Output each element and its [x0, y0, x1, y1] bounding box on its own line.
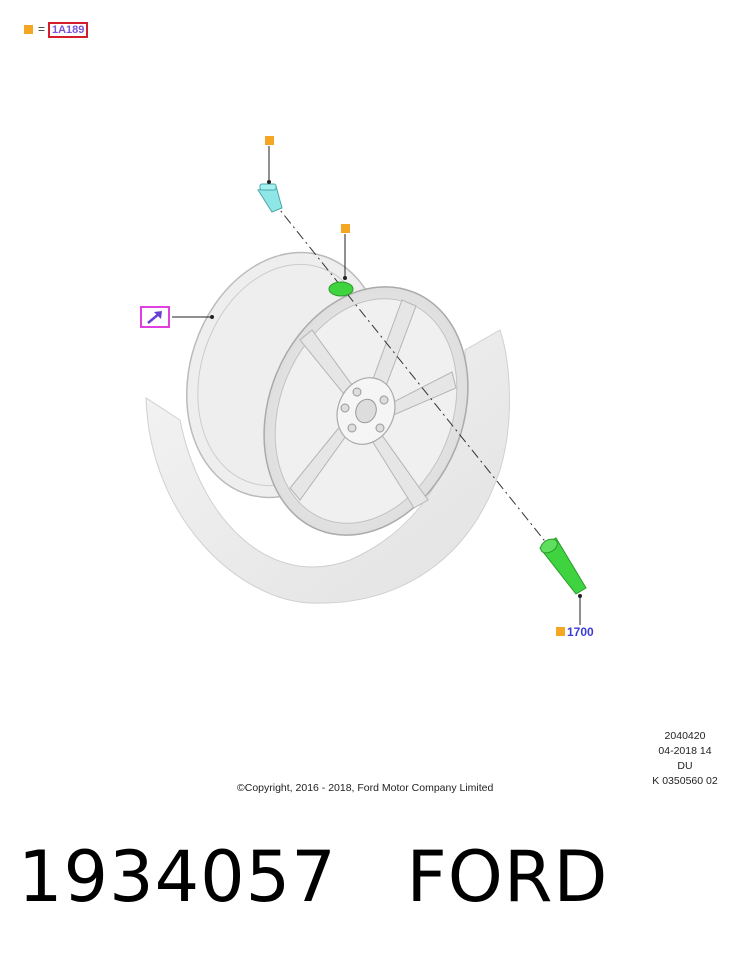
tire-shape [145, 329, 510, 604]
part-number: 1934057 [18, 836, 337, 918]
meta-line-3: DU [677, 760, 693, 772]
callout-marker-icon[interactable] [556, 627, 565, 636]
assembly-axis-line [271, 199, 561, 561]
valve-stem-cyan [257, 183, 283, 213]
copyright-text: ©Copyright, 2016 - 2018, Ford Motor Comp… [237, 782, 494, 794]
arrow-up-right-icon [147, 311, 162, 324]
reference-link-box[interactable] [140, 306, 170, 328]
legend-code-link[interactable]: 1A189 [48, 22, 89, 38]
tpms-valve-green [539, 537, 587, 595]
bottom-title: 1934057 FORD [18, 836, 608, 918]
valve-nut-green [328, 281, 354, 297]
callout-marker-icon[interactable] [265, 136, 274, 145]
drawing-meta: 2040420 04-2018 14 DU K 0350560 02 [646, 729, 724, 789]
legend-equals: = [38, 22, 46, 36]
callout-marker-icon[interactable] [341, 224, 350, 233]
meta-line-4: K 0350560 02 [652, 775, 718, 787]
wheel-spokes [289, 299, 457, 509]
meta-line-2: 04-2018 14 [658, 745, 712, 757]
legend-marker-icon [24, 25, 33, 34]
valve-part-number-link[interactable]: 1700 [567, 625, 594, 639]
brand-name: FORD [406, 836, 609, 918]
meta-line-1: 2040420 [664, 730, 706, 742]
